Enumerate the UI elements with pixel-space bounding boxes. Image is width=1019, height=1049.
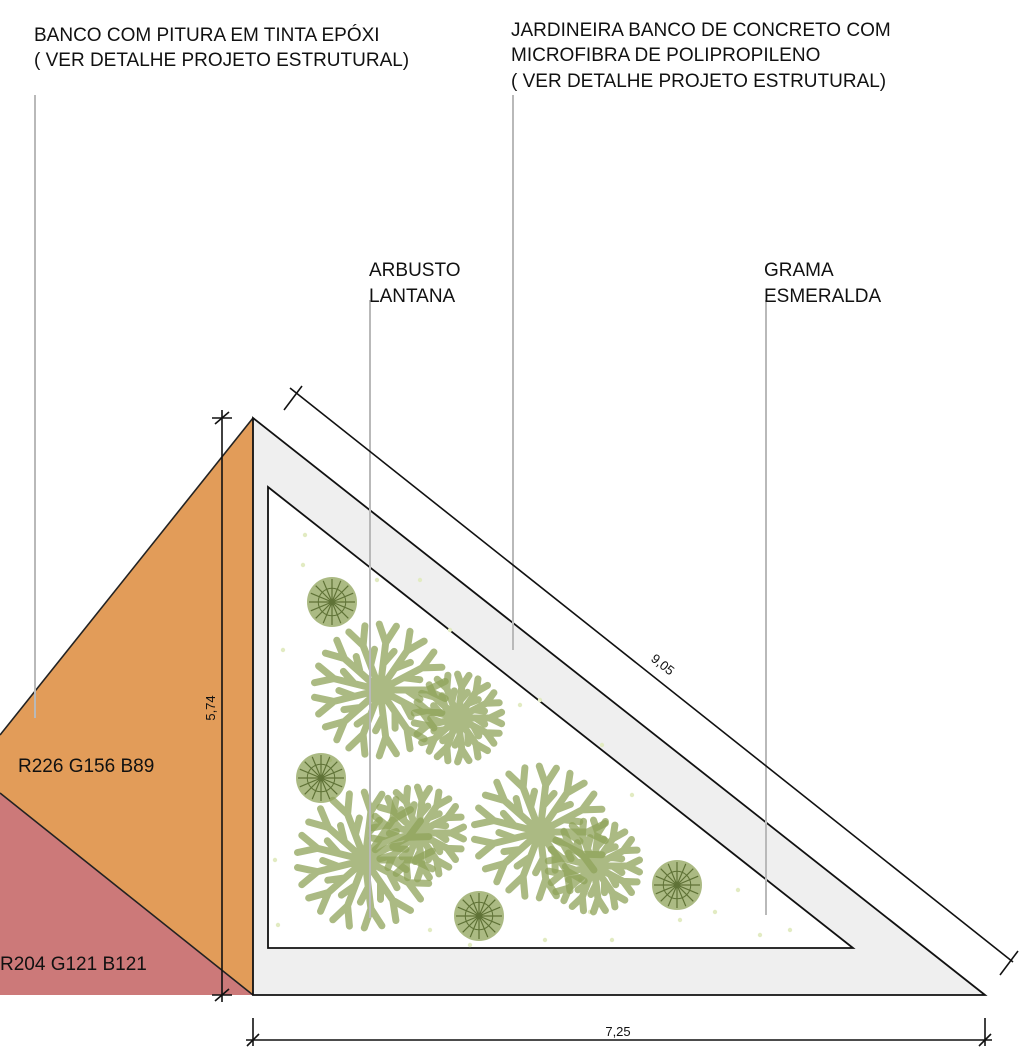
dimension-lines xyxy=(212,385,1019,1047)
bench-label-line2: ( VER DETALHE PROJETO ESTRUTURAL) xyxy=(34,50,409,71)
small-round-plant xyxy=(454,891,504,941)
shrub-label-line2: LANTANA xyxy=(369,286,456,307)
hypotenuse-dimension-line xyxy=(289,387,1014,963)
grass-dot xyxy=(757,932,763,938)
width-slash-right xyxy=(978,1033,992,1047)
shrub-plant xyxy=(410,670,506,766)
height-slash-bottom xyxy=(214,988,230,1002)
planter-label-line1: JARDINEIRA BANCO DE CONCRETO COM xyxy=(511,20,891,41)
height-dimension-text: 5,74 xyxy=(203,695,218,720)
grass-dot xyxy=(677,917,683,923)
annotation-grass: GRAMA ESMERALDA xyxy=(764,260,882,307)
hyp-tick-top xyxy=(283,385,303,411)
plants xyxy=(294,577,702,941)
grass-label-line1: GRAMA xyxy=(764,260,834,281)
annotation-shrub: ARBUSTO LANTANA xyxy=(369,260,461,307)
grass-dot xyxy=(275,922,281,928)
grass-dot xyxy=(542,937,548,943)
shrub-plant xyxy=(544,816,643,916)
hyp-tick-bottom xyxy=(999,950,1019,976)
shrub-label-line1: ARBUSTO xyxy=(369,260,461,281)
grass-dot xyxy=(517,702,523,708)
small-round-plant xyxy=(296,753,346,803)
annotation-planter: JARDINEIRA BANCO DE CONCRETO COM MICROFI… xyxy=(511,20,891,92)
grass-dot xyxy=(599,742,605,748)
red-color-label: R204 G121 B121 xyxy=(0,954,147,975)
grass-dot xyxy=(447,627,453,633)
bench-label-line1: BANCO COM PITURA EM TINTA EPÓXI xyxy=(34,24,380,46)
grass-dot xyxy=(280,647,286,653)
planter-label-line3: ( VER DETALHE PROJETO ESTRUTURAL) xyxy=(511,71,886,92)
grass-dot xyxy=(787,927,793,933)
grass-dot xyxy=(609,937,615,943)
leader-lines xyxy=(34,95,767,918)
grass-dot xyxy=(467,942,473,948)
grass-dot xyxy=(537,697,543,703)
hypotenuse-dimension-text: 9,05 xyxy=(648,651,677,678)
width-slash-left xyxy=(246,1033,260,1047)
planter-label-line2: MICROFIBRA DE POLIPROPILENO xyxy=(511,45,820,66)
grass-label-line2: ESMERALDA xyxy=(764,286,882,307)
annotation-bench: BANCO COM PITURA EM TINTA EPÓXI ( VER DE… xyxy=(34,24,409,71)
grass-dot xyxy=(712,909,718,915)
height-slash-top xyxy=(214,411,230,425)
bench-area xyxy=(0,417,254,996)
shrub-plant xyxy=(368,783,467,883)
grass-dot xyxy=(427,927,433,933)
small-round-plant xyxy=(307,577,357,627)
grass-dot xyxy=(300,562,306,568)
grass-dot xyxy=(735,887,741,893)
grass-dot xyxy=(302,532,308,538)
bench-division-line xyxy=(0,792,254,996)
orange-color-label: R226 G156 B89 xyxy=(18,756,154,777)
bench-top-edge xyxy=(0,417,254,736)
grass-dot xyxy=(417,577,423,583)
width-dimension-text: 7,25 xyxy=(605,1024,630,1039)
grass-dot xyxy=(272,857,278,863)
small-round-plant xyxy=(652,860,702,910)
grass-dot xyxy=(374,577,380,583)
grass-dot xyxy=(629,792,635,798)
